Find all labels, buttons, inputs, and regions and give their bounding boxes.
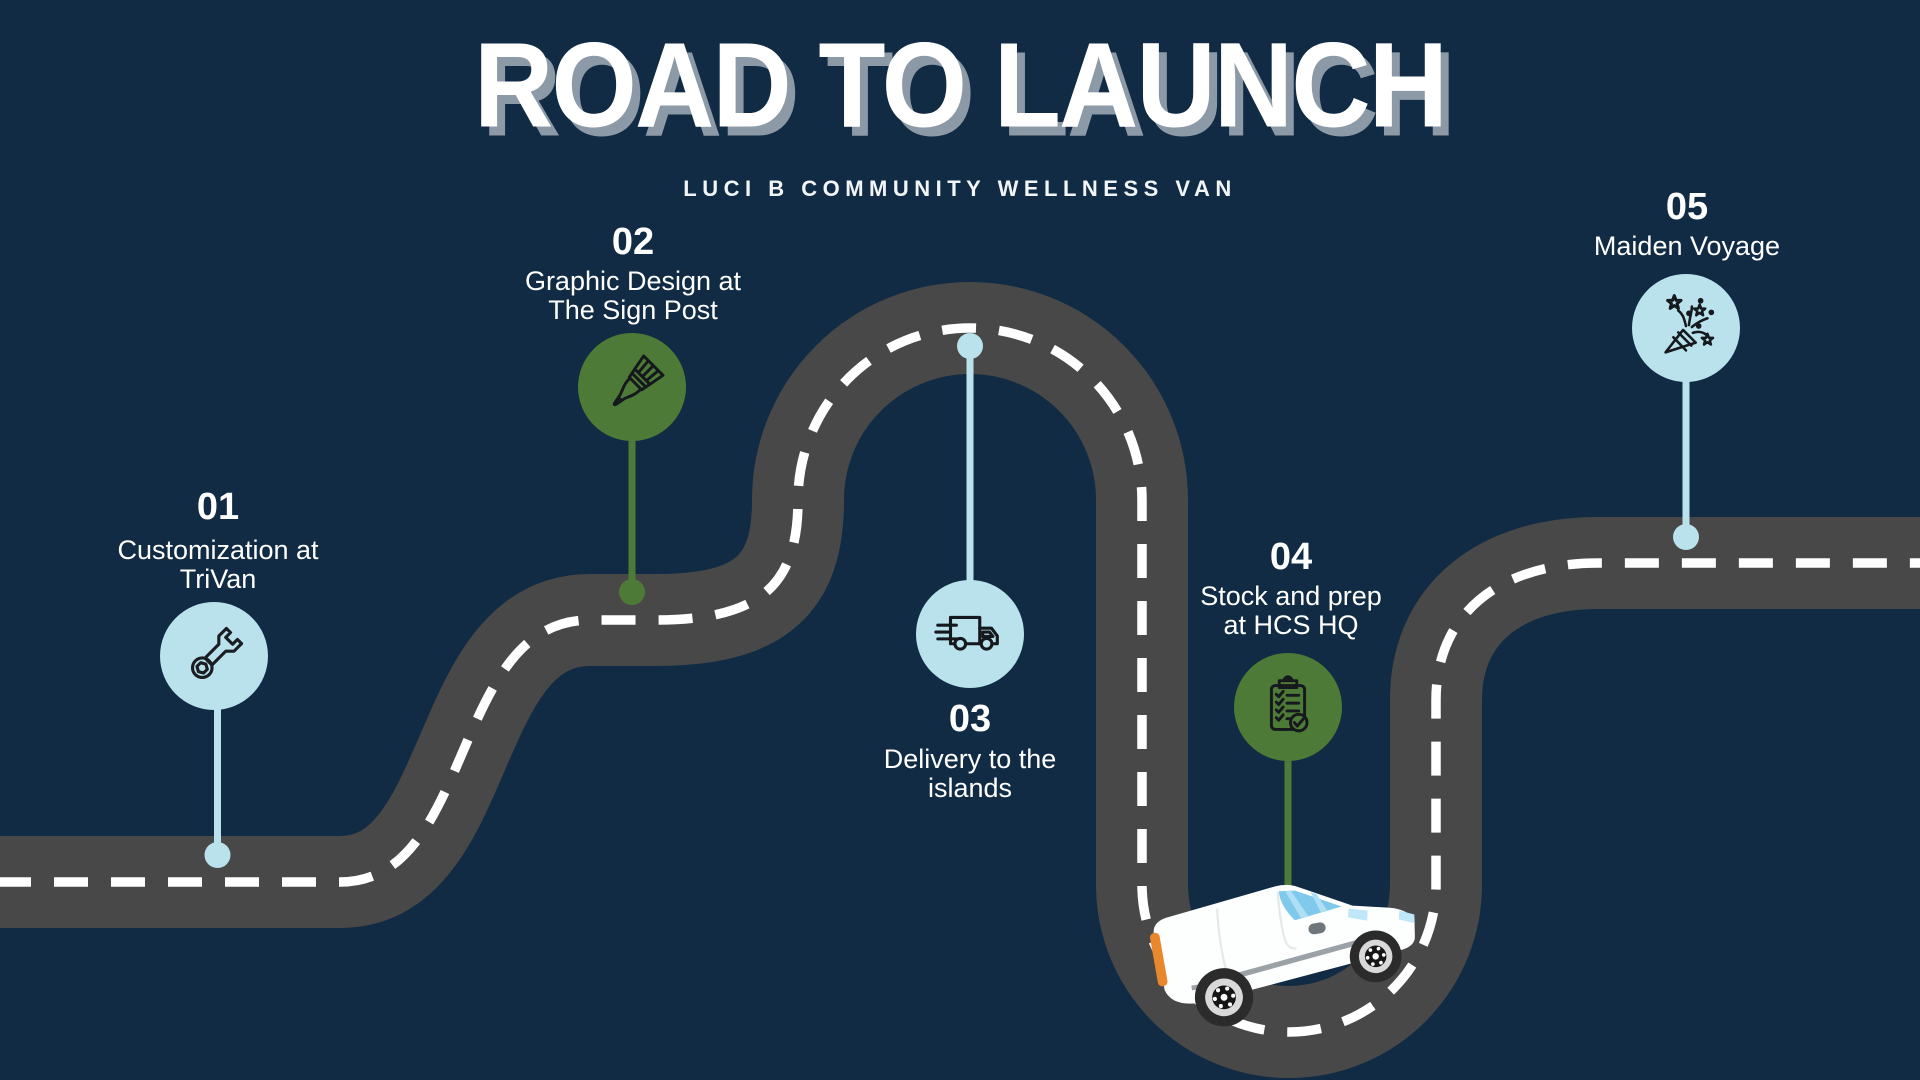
milestone-02-road-dot	[619, 579, 645, 605]
page-subtitle: LUCI B COMMUNITY WELLNESS VAN	[683, 176, 1237, 201]
milestone-03-number: 03	[948, 698, 992, 740]
delivery-truck-icon	[934, 615, 999, 651]
paintbrush-icon	[612, 354, 665, 407]
milestone-02-label: Graphic Design at The Sign Post	[524, 266, 742, 325]
milestone-02-marker	[578, 333, 686, 441]
milestone-01-marker	[160, 602, 268, 710]
milestone-03-marker	[916, 580, 1024, 688]
milestone-05-number: 05	[1665, 186, 1709, 228]
white-delivery-van	[1149, 884, 1415, 1027]
milestone-04-number: 04	[1269, 536, 1313, 578]
milestone-05-label: Maiden Voyage	[1593, 231, 1781, 261]
milestone-01-road-dot	[204, 842, 231, 868]
van-front-window	[1347, 908, 1368, 921]
van-front-wheel	[1349, 930, 1402, 983]
party-popper-icon	[1664, 294, 1715, 354]
milestone-04-marker	[1234, 653, 1342, 761]
van-rear-wheel	[1194, 968, 1254, 1027]
milestone-01-number: 01	[196, 486, 240, 528]
van-side-stripe	[1222, 937, 1368, 983]
milestone-03-label: Delivery to the islands	[883, 744, 1057, 803]
milestone-03-road-dot	[957, 333, 983, 359]
milestone-02-number: 02	[611, 221, 655, 263]
milestone-01-label: Customization at TriVan	[117, 535, 319, 594]
van-taillight	[1149, 932, 1168, 987]
clipboard-checklist-icon	[1269, 675, 1309, 733]
page-title: ROAD TO LAUNCH	[473, 17, 1448, 153]
van-headlight	[1398, 910, 1415, 924]
van-mirror	[1308, 922, 1326, 935]
van-windshield-glare	[1285, 890, 1327, 919]
road-centerline	[0, 323, 1920, 1037]
milestone-05-marker	[1632, 274, 1740, 382]
milestone-05-road-dot	[1673, 524, 1699, 550]
wrench-icon	[190, 626, 244, 680]
milestone-04-label: Stock and prep at HCS HQ	[1200, 581, 1382, 640]
